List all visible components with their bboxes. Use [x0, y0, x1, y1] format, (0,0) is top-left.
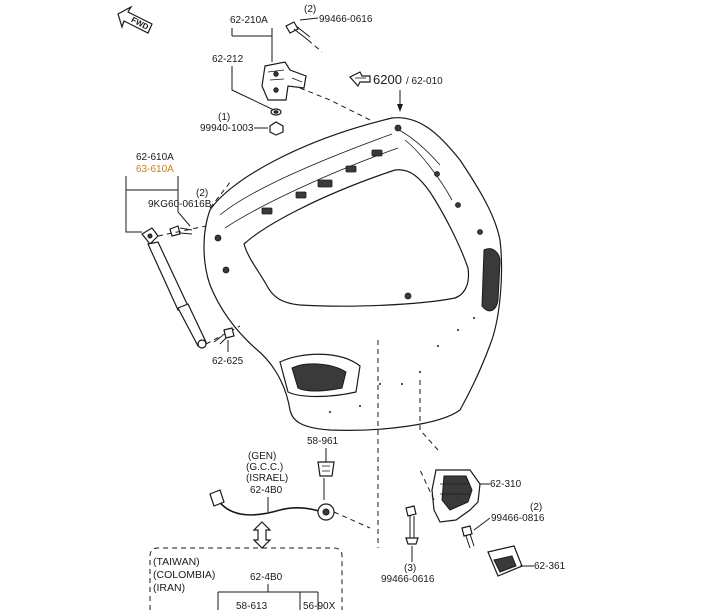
label-latch-bolt-b: 99466-0616 — [381, 574, 435, 585]
hinge-group: 62-210A 62-212 (1) 99940-1003 (2) 99466-… — [200, 4, 373, 136]
label-latch-bolt: 99466-0816 — [491, 513, 545, 524]
label-liftgate-main: 6200 — [373, 72, 402, 87]
label-latch-bolt-qty: (2) — [530, 502, 542, 513]
label-liftgate-sub: / 62-010 — [406, 76, 443, 87]
damper-bolt-icon — [169, 225, 193, 237]
label-box-harness: 62-4B0 — [250, 572, 283, 583]
label-harness-region-3: (ISRAEL) — [246, 473, 288, 484]
label-hinge-sub: 62-212 — [212, 54, 244, 65]
label-latch-bolt-b-qty: (3) — [404, 563, 416, 574]
label-harness-clip: 58-961 — [307, 436, 339, 447]
label-harness-region-2: (G.C.C.) — [246, 462, 283, 473]
fwd-arrow-icon: FWD — [117, 5, 153, 34]
double-arrow-icon — [252, 521, 272, 549]
label-hinge-bolt: 99466-0616 — [319, 14, 373, 25]
label-hinge-bolt-qty: (2) — [304, 4, 316, 15]
ball-stud-icon — [213, 327, 235, 345]
label-damper-bolt: 9KG60-0616B — [148, 199, 212, 210]
label-box-sub-b: 56-90X — [303, 601, 336, 610]
label-damper-b: 63-610A — [136, 164, 174, 175]
latch-group: 62-310 (3) 99466-0616 (2) 99466-0816 62-… — [381, 469, 566, 585]
label-box-sub-a: 58-613 — [236, 601, 268, 610]
hinge-bolt-icon — [285, 21, 311, 41]
label-harness: 62-4B0 — [250, 485, 283, 496]
label-box-region-2: (COLOMBIA) — [153, 569, 215, 581]
label-harness-region-1: (GEN) — [248, 451, 276, 462]
liftgate-panel — [203, 117, 503, 548]
label-latch: 62-310 — [490, 479, 522, 490]
label-hinge: 62-210A — [230, 15, 268, 26]
label-damper-a: 62-610A — [136, 152, 174, 163]
view-arrow-icon — [349, 71, 371, 88]
label-box-region-1: (TAIWAN) — [153, 556, 200, 568]
liftgate-label-group: 6200 / 62-010 — [349, 71, 443, 112]
harness-group: 58-961 (GEN) (G.C.C.) (ISRAEL) 62-4B0 — [209, 436, 371, 529]
latch-bolt-icon — [461, 525, 475, 549]
label-box-region-3: (IRAN) — [153, 582, 185, 594]
regional-box: (TAIWAN) (COLOMBIA) (IRAN) 62-4B0 58-613… — [149, 547, 343, 610]
label-damper-bolt-qty: (2) — [196, 188, 208, 199]
label-striker: 62-361 — [534, 561, 566, 572]
label-ball-stud: 62-625 — [212, 356, 244, 367]
label-nut-qty: (1) — [218, 112, 230, 123]
damper-group: 62-610A 63-610A (2) 9KG60-0616B 62-625 — [125, 152, 244, 367]
label-nut: 99940-1003 — [200, 123, 254, 134]
striker-icon — [487, 545, 523, 577]
